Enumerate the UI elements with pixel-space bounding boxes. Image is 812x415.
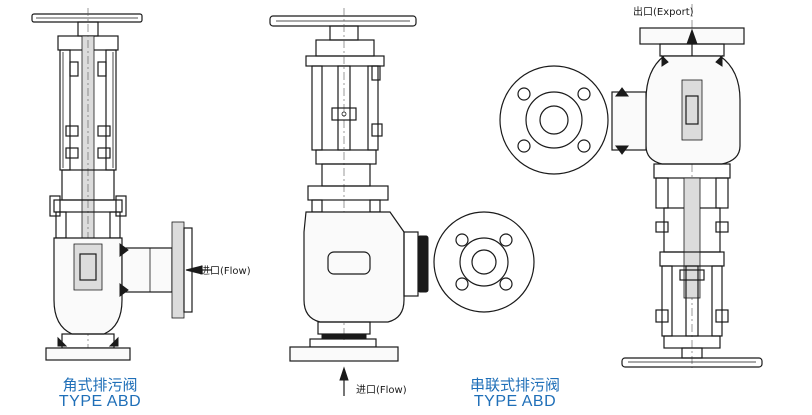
angle-valve-exterior-drawing xyxy=(269,8,535,396)
angle-valve-caption-en: TYPE ABD xyxy=(58,393,142,410)
angle-valve-inlet-label: 进口(Flow) xyxy=(200,266,251,277)
angle-valve-section-drawing xyxy=(31,8,212,361)
series-valve-caption-en: TYPE ABD xyxy=(473,393,557,410)
series-valve-caption-cn: 串联式排污阀 xyxy=(469,376,560,394)
straight-valve-inlet-label: 进口(Flow) xyxy=(356,385,407,396)
series-valve-outlet-label: 出口(Export) xyxy=(633,7,694,18)
angle-valve-caption-cn: 角式排污阀 xyxy=(62,376,138,394)
series-valve-drawing xyxy=(499,4,763,368)
